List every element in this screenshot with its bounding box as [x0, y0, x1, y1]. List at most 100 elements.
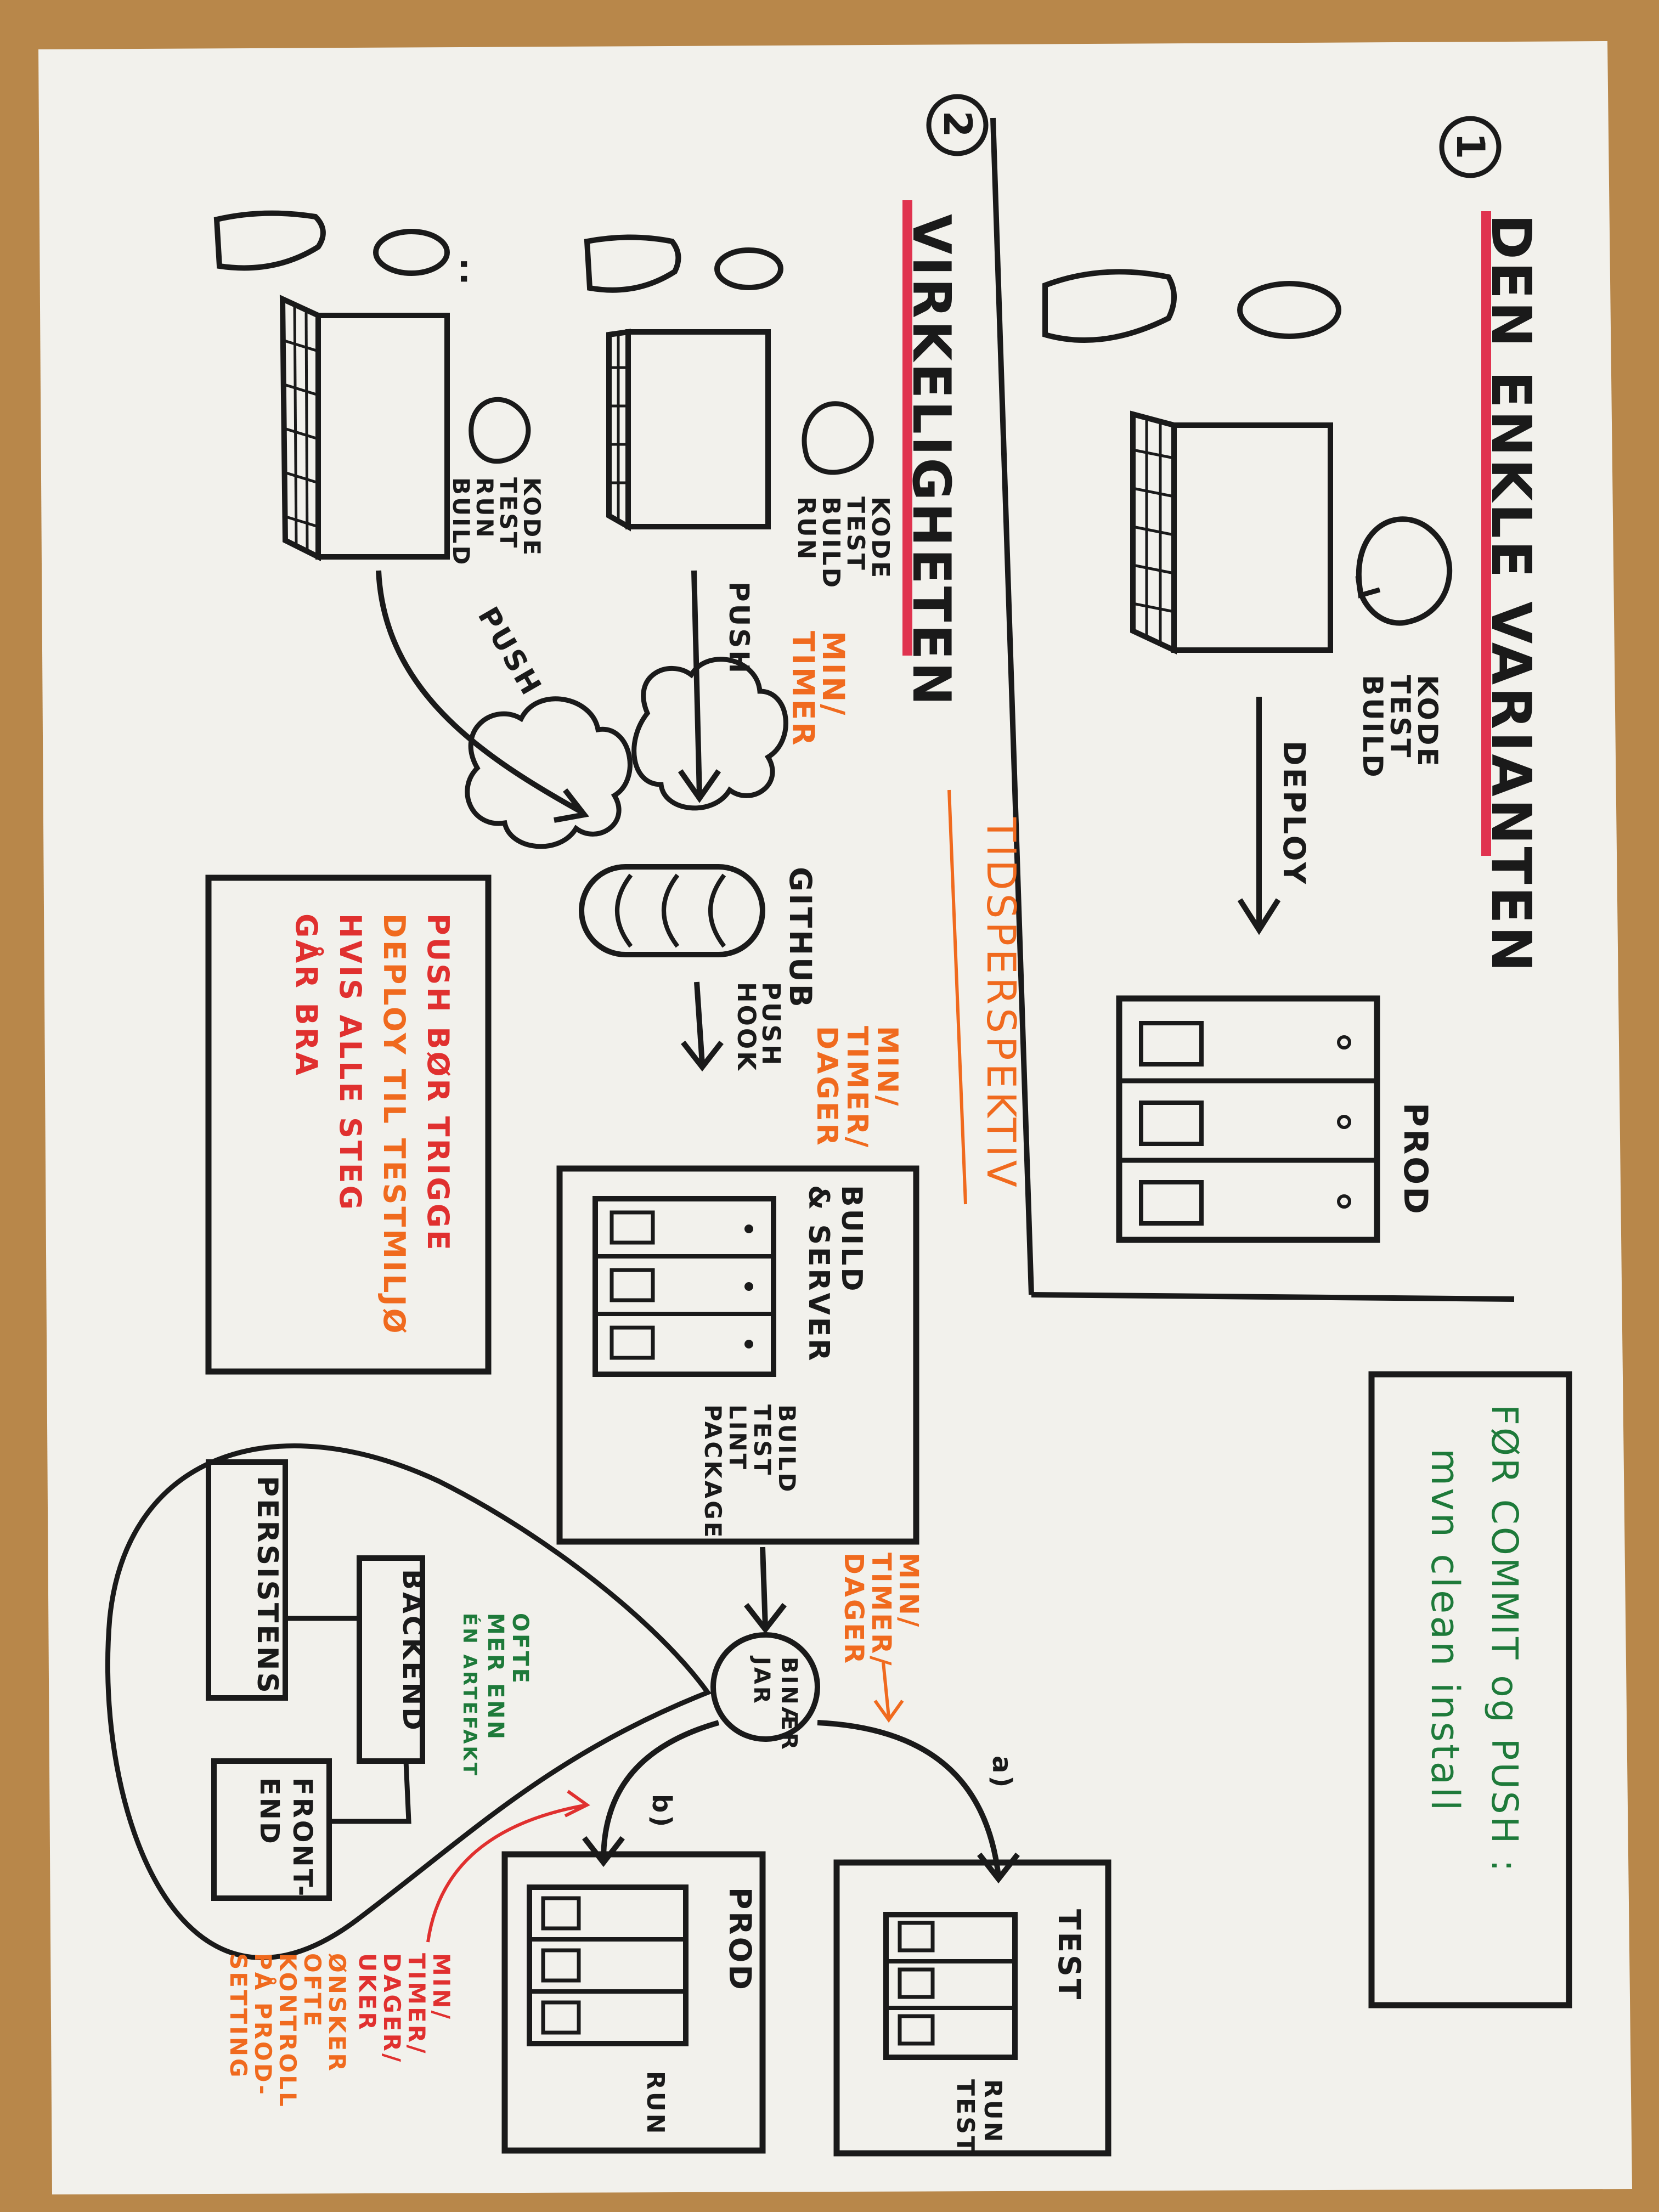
- more-devs-dots: ..: [453, 258, 491, 287]
- time-note: MIN/: [428, 1953, 455, 2021]
- loop-label-build: BUILD: [1357, 675, 1389, 780]
- deploy-label: DEPLOY: [1277, 741, 1312, 886]
- component-label: PERSISTENS: [251, 1476, 284, 1695]
- push-arrow: [691, 570, 702, 796]
- loop-label: KODE: [866, 496, 894, 580]
- section-divider: [990, 117, 1034, 1295]
- backend-box: [357, 1555, 425, 1764]
- loop-label: RUN: [792, 496, 820, 561]
- deploy-test-arrow: [817, 1720, 1001, 1877]
- section-1: 1 DEN ENKLE VARIANTEN KODE TEST BUILD DE…: [990, 116, 1543, 1302]
- push-hook-arrowhead-icon: [681, 1040, 724, 1072]
- time-note-arrow: [426, 1803, 588, 1943]
- time-note: ØNSKER: [324, 1953, 351, 2073]
- prod-server-rack: [1116, 995, 1380, 1243]
- time-note: DAGER/: [379, 1953, 405, 2064]
- deploy-prod-arrow: [601, 1720, 720, 1860]
- loop-label: TEST: [842, 496, 870, 572]
- time-note: DAGER: [810, 1026, 843, 1148]
- prod-environment-box: [501, 1851, 766, 2154]
- mvn-note-line: FØR COMMIT og PUSH :: [1483, 1404, 1526, 1874]
- loop-arrow-icon: [1356, 516, 1453, 626]
- test-server-rack-icon: [883, 1912, 1018, 2060]
- time-note: TIMER/: [840, 1026, 873, 1149]
- often-note: OFTE: [507, 1613, 533, 1685]
- number-circle: [1439, 116, 1502, 178]
- section-title: DEN ENKLE VARIANTEN: [1479, 214, 1543, 974]
- artifact-arrowhead-icon: [744, 1602, 787, 1634]
- time-note: OFTE: [299, 1953, 326, 2029]
- time-note: PÅ PROD-: [250, 1953, 277, 2097]
- persistens-box: [206, 1459, 288, 1701]
- loop-arrowhead-icon: [1355, 575, 1381, 599]
- loop-label: RUN: [471, 477, 498, 540]
- cloud-icon: [465, 696, 633, 849]
- build-step: TEST: [749, 1404, 776, 1477]
- push-arrowhead-icon: [678, 769, 721, 803]
- section-number: 2: [935, 111, 980, 140]
- loop-label: BUILD: [817, 496, 845, 590]
- person-head-icon: [373, 229, 450, 276]
- paper-sheet: [38, 41, 1632, 2194]
- push-note-line: PUSH BØR TRIGGE: [421, 913, 455, 1252]
- test-action: RUN: [979, 2079, 1007, 2144]
- prod-server-rack-icon: [527, 1884, 689, 2046]
- build-server-title: BUILD: [835, 1185, 868, 1294]
- time-note: MIN/: [871, 1026, 904, 1108]
- build-step: PACKAGE: [699, 1404, 726, 1539]
- branch-b-label: b): [646, 1794, 677, 1829]
- time-note: MIN/: [816, 631, 851, 717]
- loop-label: TEST: [495, 477, 522, 550]
- time-note: TIMER: [786, 631, 821, 748]
- time-note: TIMER/: [403, 1953, 430, 2055]
- push-note-line: HVIS ALLE STEG: [333, 913, 368, 1212]
- binary-label: JAR: [749, 1655, 774, 1706]
- person-head-icon: [1237, 281, 1341, 339]
- title-highlight: [902, 200, 912, 656]
- artifact-arrow: [760, 1547, 768, 1627]
- loop-arrow-icon: [469, 397, 531, 464]
- deploy-arrowhead-icon: [1237, 898, 1281, 935]
- cloud-icon: [631, 657, 788, 811]
- bottom-note: FØR COMMIT og PUSH : mvn clean install: [1368, 1371, 1572, 2008]
- frontend-box: [211, 1758, 332, 1901]
- push-arrowhead-icon: [554, 788, 590, 823]
- time-note: MIN/: [893, 1553, 924, 1629]
- time-perspective-label: TIDSPERSPEKTIV: [978, 817, 1024, 1190]
- prod-label: PROD: [723, 1887, 758, 1992]
- components-bubble: [105, 1443, 712, 1961]
- time-note: KONTROLL: [274, 1953, 301, 2109]
- person-head-icon: [714, 247, 783, 290]
- section-number: 1: [1448, 133, 1493, 162]
- branch-a-label: a): [986, 1756, 1017, 1790]
- push-hook-arrow: [694, 981, 705, 1065]
- loop-arrow-icon: [802, 401, 874, 475]
- prod-label: PROD: [1396, 1103, 1435, 1216]
- mvn-note-box: [1368, 1371, 1572, 2008]
- person-head-icon: [1042, 269, 1177, 343]
- title-highlight: [1481, 211, 1491, 856]
- component-label: BACKEND: [397, 1569, 428, 1733]
- component-label: FRONT-: [287, 1778, 318, 1898]
- often-note: MER ENN: [483, 1613, 508, 1741]
- build-server-rack-icon: [592, 1196, 776, 1377]
- loop-label-test: TEST: [1384, 675, 1416, 759]
- deploy-prod-arrowhead-icon: [582, 1836, 625, 1867]
- github-label: GITHUB: [783, 867, 818, 1009]
- mvn-note-command: mvn clean install: [1423, 1448, 1468, 1813]
- push-note-line: DEPLOY TIL TESTMILJØ: [377, 913, 411, 1335]
- time-perspective-line: [947, 789, 967, 1205]
- github-repo-cylinder: [579, 864, 765, 957]
- binary-label: BINÆR: [776, 1657, 802, 1752]
- push-note-box: [205, 874, 492, 1375]
- loop-label: BUILD: [448, 477, 475, 567]
- push-hook-label: HOOK: [732, 982, 761, 1073]
- laptop-keyboard-icon: [606, 329, 631, 532]
- prod-action: RUN: [641, 2071, 669, 2136]
- test-action: TEST: [951, 2079, 979, 2155]
- time-note: TIMER/: [866, 1553, 896, 1668]
- binary-artifact-node: [710, 1632, 820, 1742]
- section-divider-bottom: [1031, 1292, 1515, 1302]
- build-step: LINT: [724, 1404, 751, 1471]
